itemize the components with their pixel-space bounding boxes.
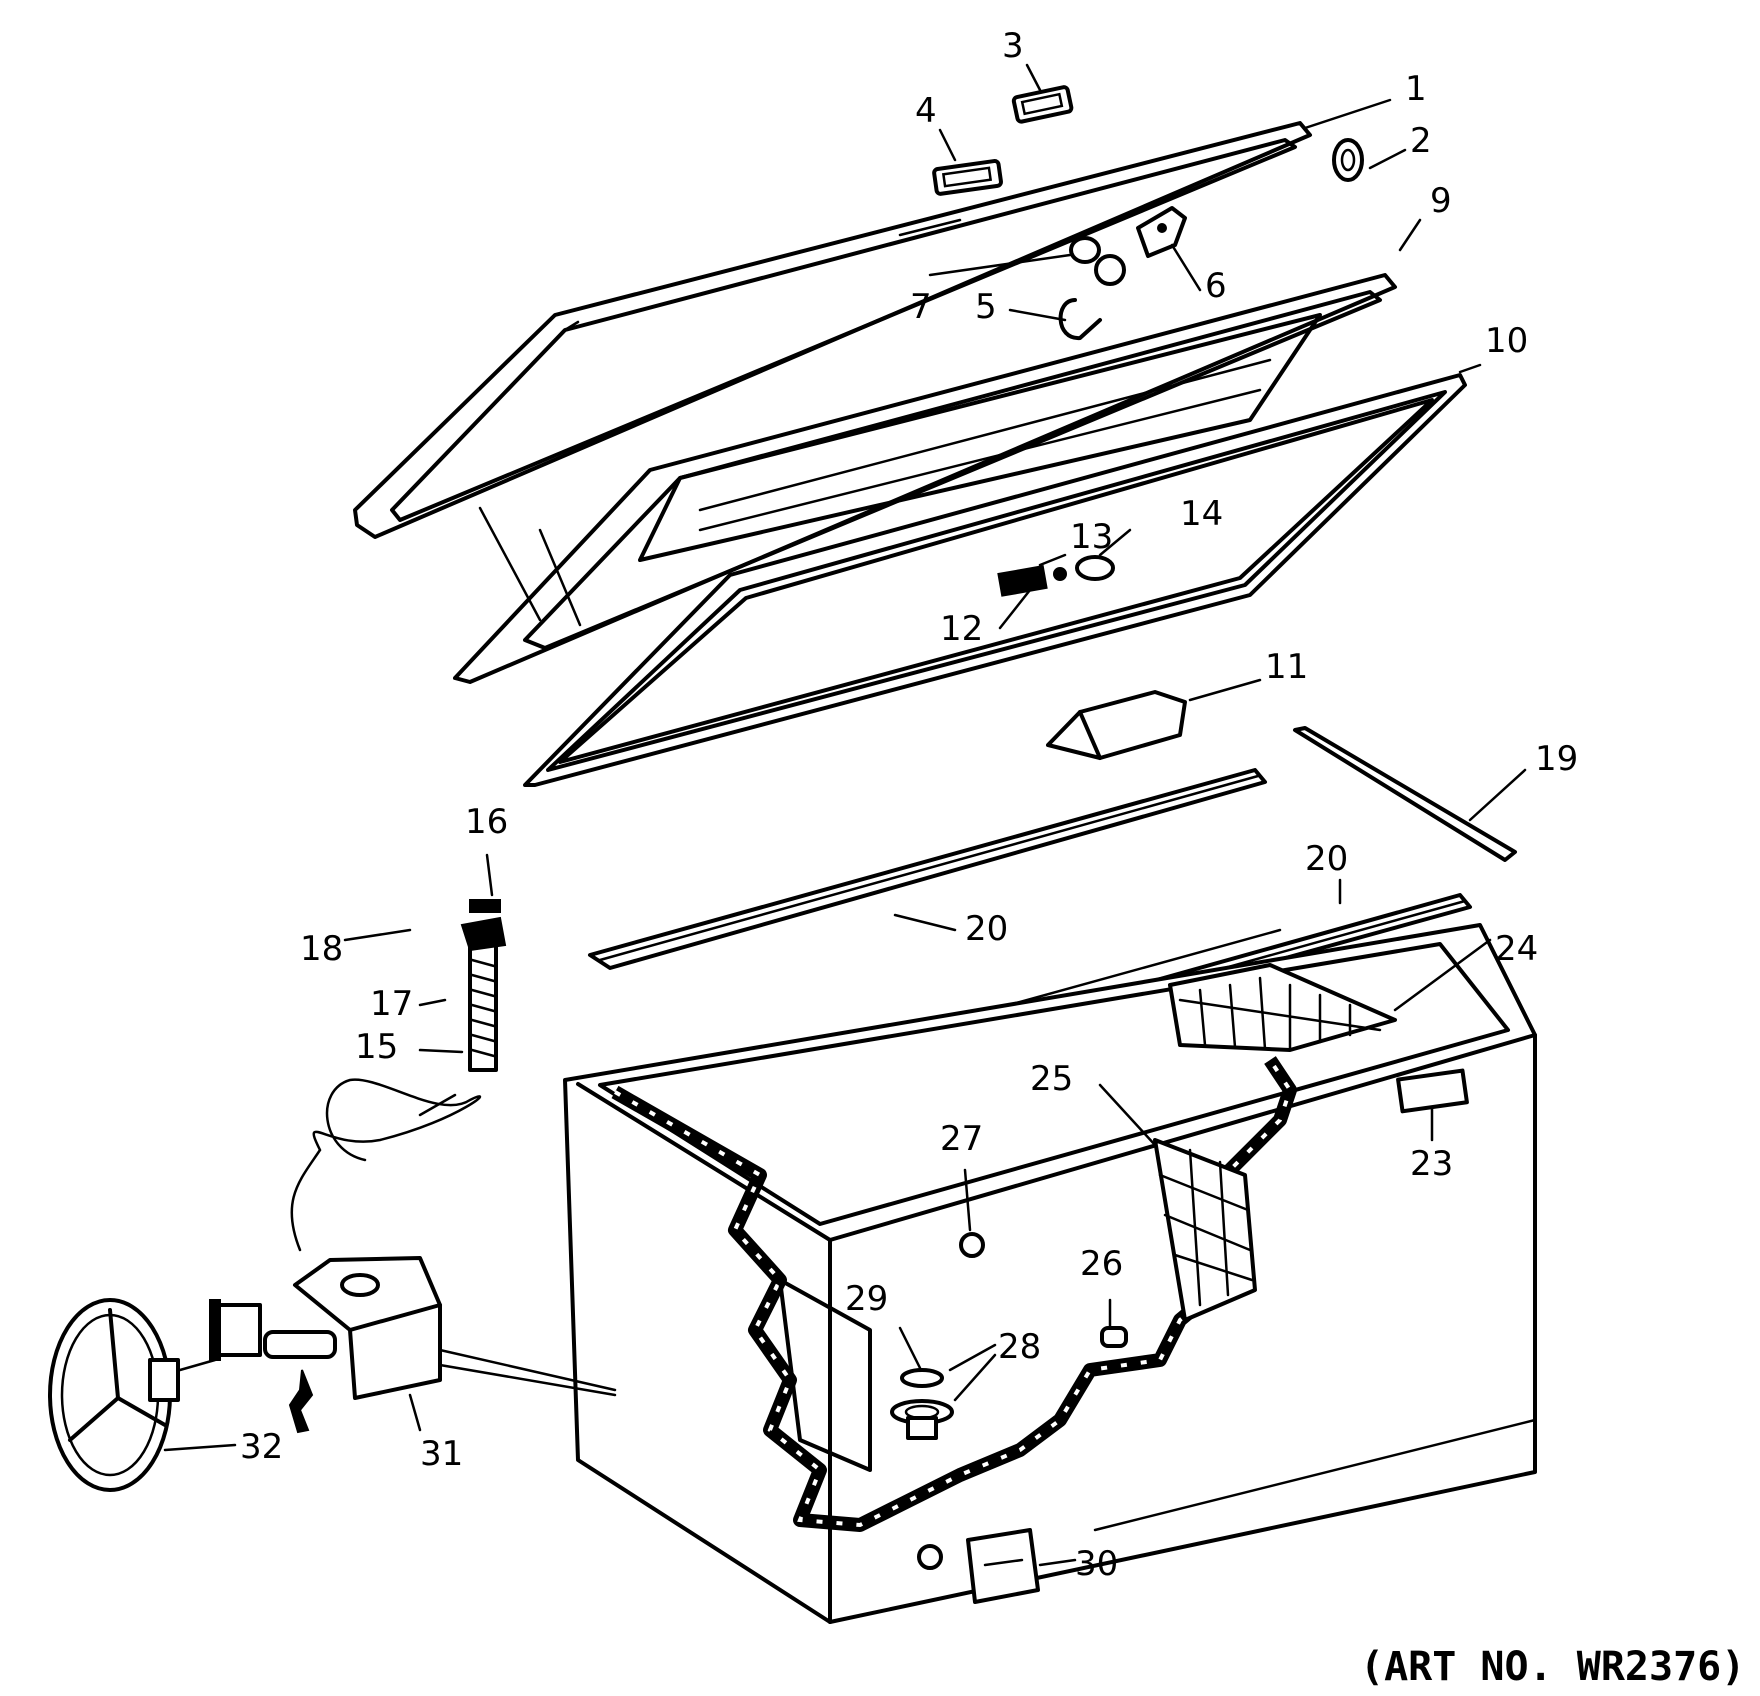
lid-gasket [478,373,1467,787]
lid-outer-panel [353,121,1312,539]
callout-10: 10 [1485,321,1528,361]
part-5-7-lock-hasp [1058,236,1126,340]
part-3-hinge-cover [1011,85,1074,124]
callout-20a: 20 [965,909,1008,949]
callout-28: 28 [998,1327,1041,1367]
part-32-fan-guard [48,1298,180,1492]
callout-14: 14 [1180,494,1223,534]
part-25-divider [1153,1138,1257,1322]
callout-9: 9 [1430,181,1452,221]
part-15-16-17-hinge [460,899,507,1072]
part-31-compressor [209,1078,482,1434]
callout-5: 5 [975,287,997,327]
callout-23: 23 [1410,1144,1453,1184]
part-24-basket [1168,963,1397,1052]
callout-labels: 1 2 3 4 5 6 7 9 10 11 12 13 14 15 16 17 … [240,26,1578,1584]
callout-7: 7 [910,287,932,327]
art-number: (ART NO. WR2376) [1360,1644,1745,1690]
freezer-cabinet [563,923,1537,1624]
lid-liner-panel [453,273,1397,684]
part-30-control [917,1528,1040,1604]
part-6-latch-plate [1136,206,1187,258]
part-29-28-drain [890,1368,954,1440]
part-4-handle-cover [932,159,1003,196]
callout-13: 13 [1070,517,1113,557]
part-19-trim-strip [1293,726,1517,862]
callout-15: 15 [355,1027,398,1067]
callout-30: 30 [1075,1544,1118,1584]
callout-27: 27 [940,1119,983,1159]
leader-lines [163,63,1537,1567]
part-20-breaker-strip-front [588,768,1267,970]
callout-20b: 20 [1305,839,1348,879]
callout-16: 16 [465,802,508,842]
callout-2: 2 [1410,121,1432,161]
callout-29: 29 [845,1279,888,1319]
part-2-lock-cylinder [1332,138,1364,182]
part-26-plug [1100,1326,1128,1348]
callout-18: 18 [300,929,343,969]
callout-1: 1 [1405,69,1427,109]
callout-4: 4 [915,91,937,131]
part-11-handle [1046,690,1187,760]
callout-31: 31 [420,1434,463,1474]
callout-17: 17 [370,984,413,1024]
callout-12: 12 [940,609,983,649]
callout-24: 24 [1495,929,1538,969]
part-23-label [1396,1068,1469,1114]
callout-19: 19 [1535,739,1578,779]
callout-3: 3 [1002,26,1024,66]
part-12-13-14-lid-light [997,555,1115,597]
callout-11: 11 [1265,647,1308,687]
part-27-plug [959,1232,985,1258]
callout-32: 32 [240,1427,283,1467]
callout-25: 25 [1030,1059,1073,1099]
callout-26: 26 [1080,1244,1123,1284]
callout-6: 6 [1205,266,1227,306]
